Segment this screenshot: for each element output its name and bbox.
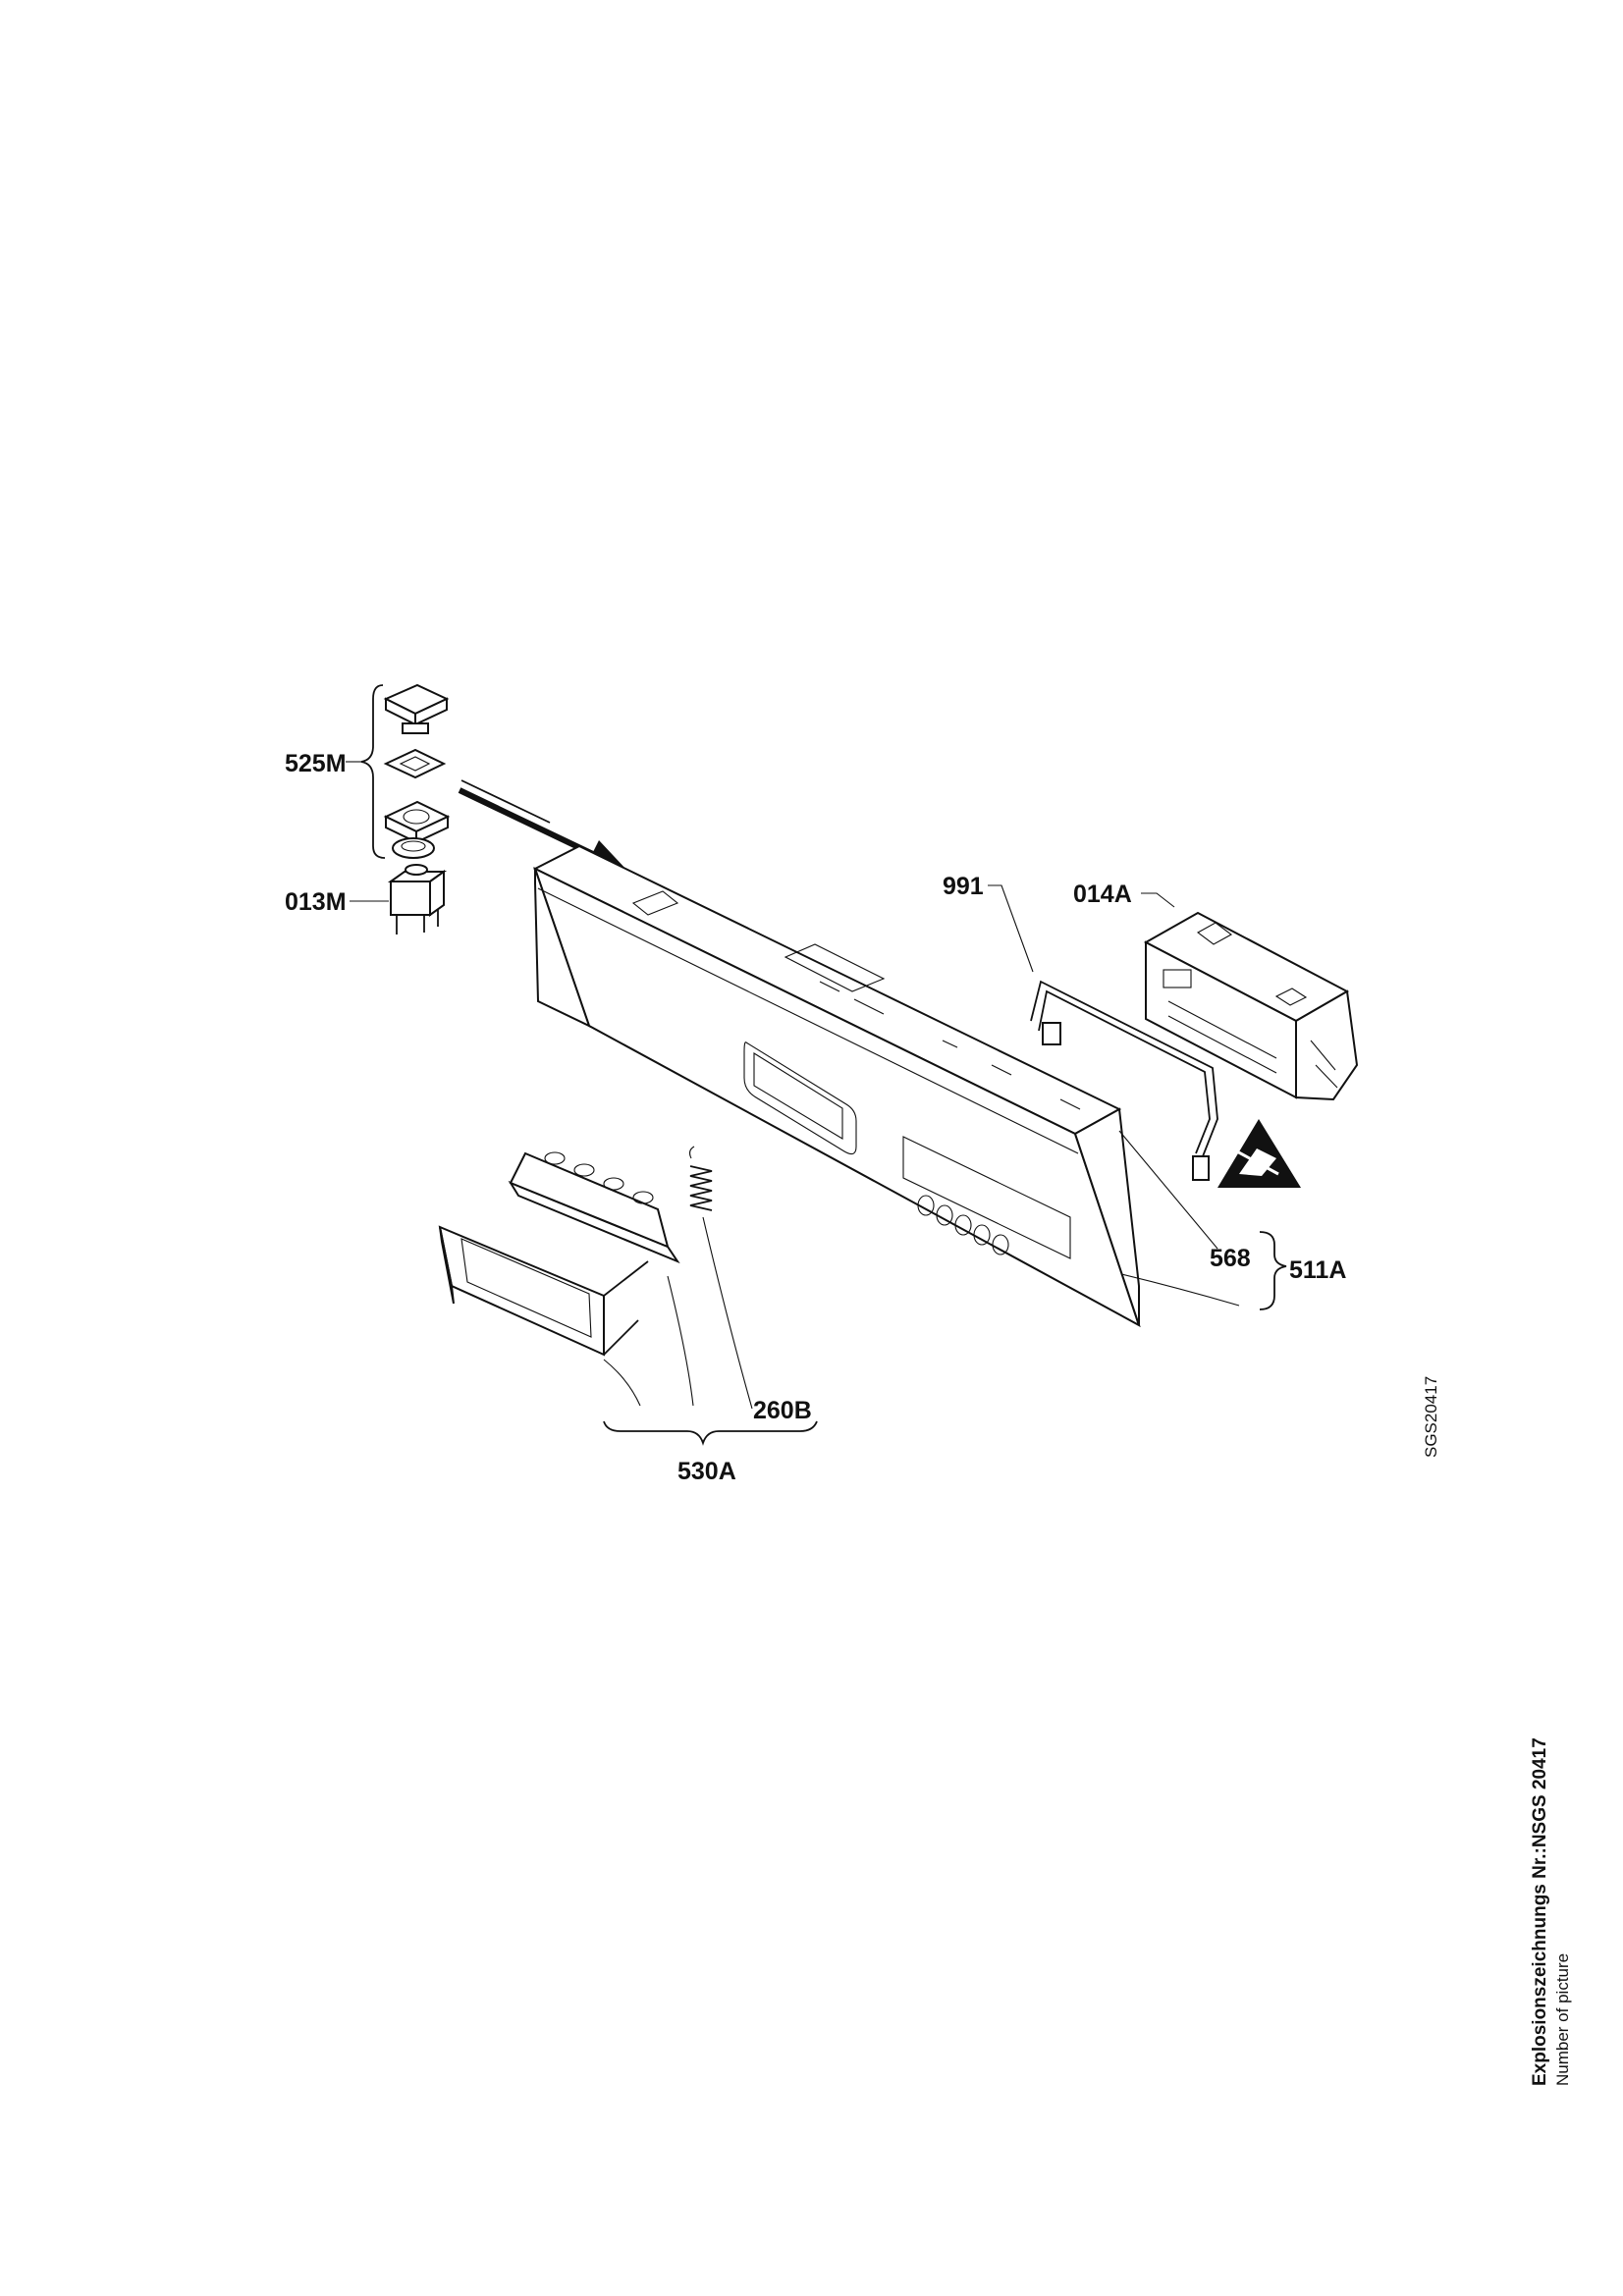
leader-dispenser-lid [667, 1275, 694, 1407]
label-530A: 530A [677, 1458, 736, 1485]
control-panel-part [532, 844, 1141, 1328]
spring-part [688, 1146, 713, 1211]
label-260B: 260B [753, 1397, 812, 1424]
leader-568 [1118, 1130, 1218, 1250]
label-014A: 014A [1073, 881, 1132, 908]
leader-260B [702, 1216, 753, 1410]
label-568: 568 [1210, 1245, 1251, 1272]
electronic-module-part [1143, 911, 1359, 1101]
bracket-525M [360, 684, 386, 859]
caption-title: Explosionszeichnungs Nr.:NSGS 20417 [1530, 1737, 1550, 2086]
button-cap-part [383, 683, 450, 734]
bracket-511A [1259, 1231, 1287, 1310]
leader-dispenser-body [603, 1359, 641, 1407]
drawing-code: SGS20417 [1422, 1375, 1440, 1458]
label-525M: 525M [285, 750, 347, 777]
dispenser-part [438, 1151, 680, 1357]
label-013M: 013M [285, 888, 347, 916]
ribbon-cable-part [1030, 980, 1218, 1181]
caption-subtitle: Number of picture [1553, 1952, 1572, 2086]
button-frame-part [383, 800, 451, 844]
button-seal-part [383, 748, 447, 779]
label-511A: 511A [1289, 1256, 1346, 1284]
leader-991 [988, 884, 1034, 973]
label-991: 991 [943, 873, 984, 900]
leader-511A [1120, 1273, 1240, 1307]
button-ring-part [392, 837, 435, 859]
bracket-530A [603, 1420, 818, 1446]
esd-warning-icon [1217, 1119, 1301, 1188]
microswitch-part [387, 864, 448, 934]
leader-014A [1141, 892, 1175, 908]
